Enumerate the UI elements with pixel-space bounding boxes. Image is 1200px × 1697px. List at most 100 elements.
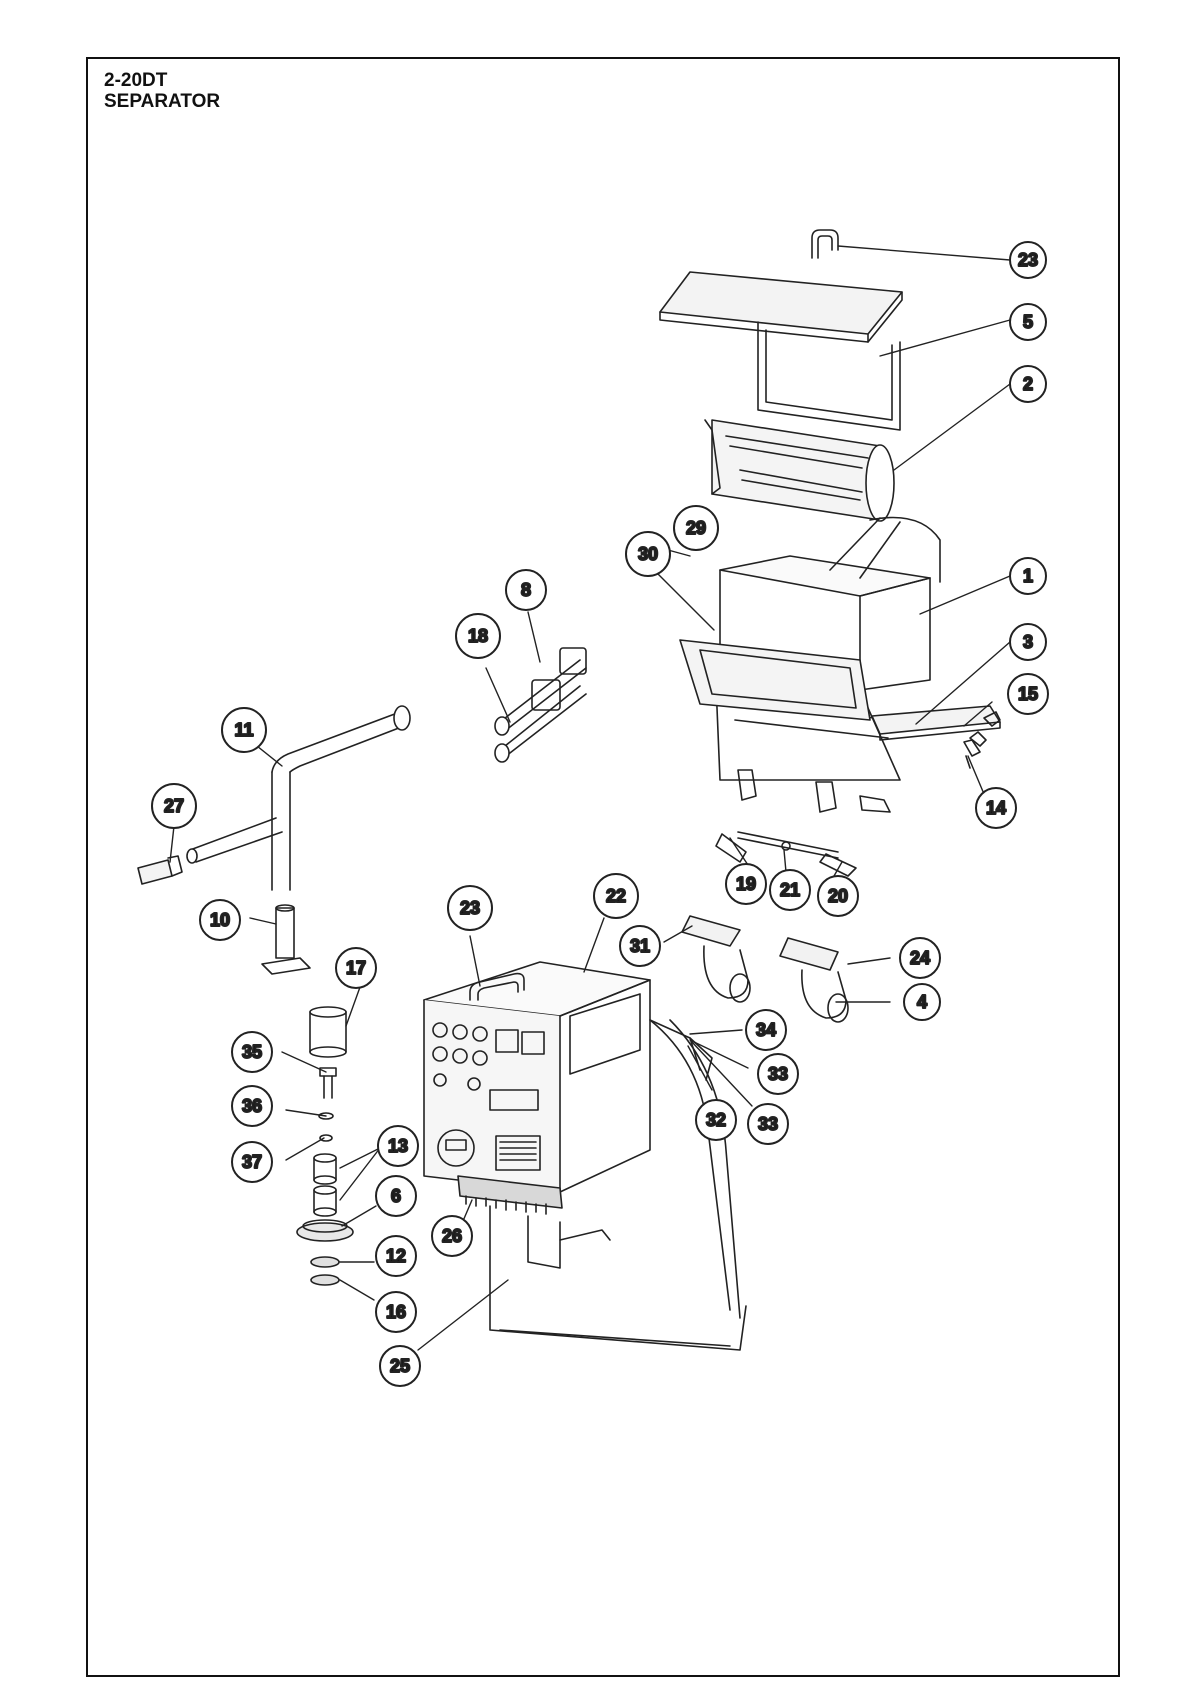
callout-label: 15 [1018, 684, 1038, 704]
callout-label: 6 [391, 1186, 401, 1206]
part-bushings [313, 1153, 337, 1217]
callout-26: 26 [431, 1215, 473, 1257]
part-bolt [319, 1067, 337, 1099]
callout-29: 29 [673, 505, 719, 551]
callout-2: 2 [1009, 365, 1047, 403]
part-screen-drum [704, 419, 895, 522]
callout-label: 17 [346, 958, 366, 978]
callout-20: 20 [817, 875, 859, 917]
callout-label: 33 [758, 1114, 778, 1134]
part-caster-right [779, 937, 849, 1023]
callout-11: 11 [221, 707, 267, 753]
callout-25: 25 [379, 1345, 421, 1387]
callout-label: 2 [1023, 374, 1033, 394]
callout-33-lower: 33 [747, 1103, 789, 1145]
callout-36: 36 [231, 1085, 273, 1127]
callout-label: 36 [242, 1096, 262, 1116]
callout-label: 10 [210, 910, 230, 930]
callout-label: 35 [242, 1042, 262, 1062]
callout-label: 32 [706, 1110, 726, 1130]
part-sleeve [309, 1006, 347, 1058]
callout-label: 4 [917, 992, 927, 1012]
part-control-box [423, 961, 651, 1193]
leader-lines [169, 245, 1011, 1351]
model-number: 2-20DT [104, 70, 168, 91]
callout-30: 30 [625, 531, 671, 577]
callout-10: 10 [199, 899, 241, 941]
assembly-name: SEPARATOR [104, 91, 221, 112]
callout-label: 11 [234, 720, 253, 740]
callout-label: 21 [780, 880, 800, 900]
part-washers [318, 1112, 334, 1142]
part-clip-14 [963, 739, 981, 769]
callout-15: 15 [1007, 673, 1049, 715]
part-tray [871, 705, 1001, 741]
callout-14: 14 [975, 787, 1017, 829]
callout-label: 29 [686, 518, 706, 538]
callout-13: 13 [377, 1125, 419, 1167]
callout-18: 18 [455, 613, 501, 659]
callout-label: 20 [828, 886, 848, 906]
callout-label: 24 [910, 948, 930, 968]
callout-22: 22 [593, 873, 639, 919]
callout-6: 6 [375, 1175, 417, 1217]
callout-label: 5 [1023, 312, 1033, 332]
callout-4: 4 [903, 983, 941, 1021]
callout-label: 1 [1023, 566, 1033, 586]
callout-3: 3 [1009, 623, 1047, 661]
part-clip-15 [969, 711, 1001, 747]
part-hopper-body [679, 516, 941, 781]
callout-markers: 23 5 2 29 30 1 8 18 3 15 11 14 27 19 21 … [151, 241, 1049, 1387]
callout-33-upper: 33 [757, 1053, 799, 1095]
callout-16: 16 [375, 1291, 417, 1333]
callout-label: 18 [468, 626, 488, 646]
callout-label: 25 [390, 1356, 410, 1376]
callout-17: 17 [335, 947, 377, 989]
drawing-frame [86, 57, 1120, 1677]
part-hopper-feet [737, 769, 891, 813]
callout-label: 22 [606, 886, 626, 906]
callout-32: 32 [695, 1099, 737, 1141]
callout-label: 12 [386, 1246, 406, 1266]
callout-label: 34 [756, 1020, 776, 1040]
callout-24: 24 [899, 937, 941, 979]
part-wheel-bearing [296, 1219, 354, 1286]
callout-5: 5 [1009, 303, 1047, 341]
part-shaft-assembly [494, 647, 587, 763]
part-caster-left [681, 915, 751, 1003]
callout-31: 31 [619, 925, 661, 967]
callout-label: 30 [638, 544, 658, 564]
callout-label: 27 [164, 796, 184, 816]
callout-34: 34 [745, 1009, 787, 1051]
callout-8: 8 [505, 569, 547, 611]
callout-35: 35 [231, 1031, 273, 1073]
part-handle-socket [261, 904, 311, 975]
callout-label: 33 [768, 1064, 788, 1084]
part-lid [659, 271, 903, 431]
callout-label: 19 [736, 874, 756, 894]
callout-23-box-handle: 23 [447, 885, 493, 931]
callout-23-top: 23 [1009, 241, 1047, 279]
drawing-title: 2-20DT SEPARATOR [104, 70, 220, 112]
callout-12: 12 [375, 1235, 417, 1277]
callout-label: 3 [1023, 632, 1033, 652]
part-handle [186, 705, 411, 891]
callout-19: 19 [725, 863, 767, 905]
callout-1: 1 [1009, 557, 1047, 595]
part-plug [137, 855, 183, 885]
callout-label: 13 [388, 1136, 408, 1156]
callout-37: 37 [231, 1141, 273, 1183]
callout-label: 37 [242, 1152, 262, 1172]
callout-label: 26 [442, 1226, 462, 1246]
callout-label: 16 [386, 1302, 406, 1322]
callout-21: 21 [769, 869, 811, 911]
part-linkage-rod [715, 831, 857, 877]
callout-label: 23 [1018, 250, 1038, 270]
callout-label: 23 [460, 898, 480, 918]
callout-label: 14 [986, 798, 1006, 818]
callout-27: 27 [151, 783, 197, 829]
callout-label: 8 [521, 580, 531, 600]
callout-label: 31 [630, 936, 650, 956]
part-hook-top [811, 229, 839, 259]
